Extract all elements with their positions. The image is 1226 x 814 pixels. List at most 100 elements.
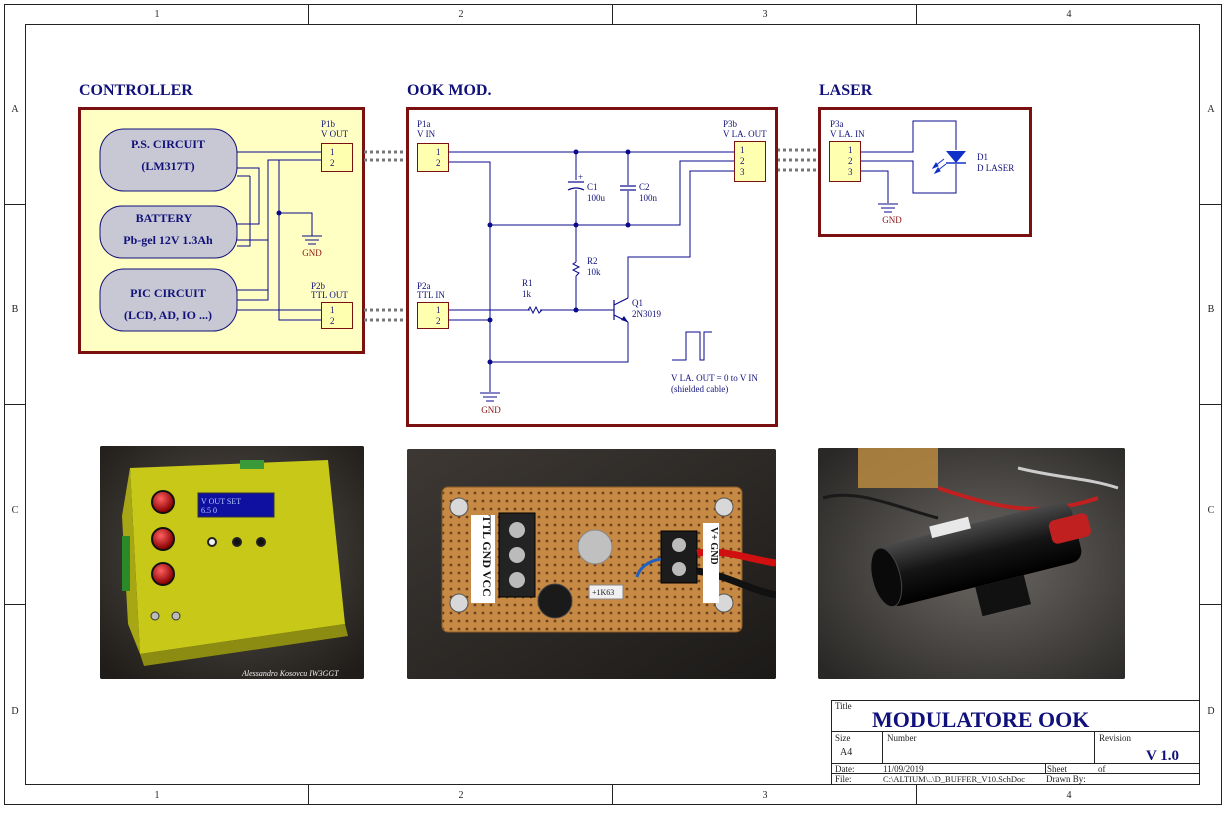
frame-labels: 1 2 3 4 1 2 3 4 A B C D A B C D	[11, 9, 1215, 801]
size-label: Size	[835, 733, 851, 743]
sheet-label: Sheet	[1047, 764, 1067, 774]
gnd-label: GND	[882, 215, 902, 225]
laser-block: P3a V LA. IN 1 2 3 D1 D LASER GND	[818, 107, 1032, 237]
r1-resistor	[527, 305, 543, 315]
p2a-name: TTL IN	[417, 290, 445, 300]
laser-diode-icon	[946, 151, 966, 163]
q1-ref: Q1	[632, 298, 643, 308]
p2b-pin: 1	[330, 305, 335, 315]
number-label: Number	[887, 733, 917, 743]
d1-ref: D1	[977, 152, 988, 162]
ook-note-sub: (shielded cable)	[671, 384, 728, 394]
p2b-ref: P2b	[311, 281, 326, 291]
column-label: 2	[459, 9, 464, 20]
date-value: 11/09/2019	[883, 764, 924, 774]
p1b-name: V OUT	[321, 129, 349, 139]
date-label: Date:	[835, 764, 855, 774]
row-label: A	[1207, 104, 1215, 115]
controller-box-photo: V OUT SET 6.5 0 Alessandro Kosovcu IW3GG…	[100, 446, 364, 679]
c2-capacitor	[620, 185, 636, 191]
p3a-ref: P3a	[830, 119, 844, 129]
circuit-board-photo: TTL GND VCC +1K63 V+ GND	[407, 449, 776, 679]
battery-label: BATTERY	[136, 211, 193, 225]
ps-circuit-sub: (LM317T)	[141, 159, 194, 173]
ps-circuit-label: P.S. CIRCUIT	[131, 137, 205, 151]
r1-value: 1k	[522, 289, 532, 299]
title-block: Title MODULATORE OOK Size A4 Number Revi…	[831, 700, 1200, 785]
column-label: 4	[1067, 9, 1072, 20]
size-value: A4	[840, 747, 852, 758]
ook-block: P1a V IN 1 2 P2a TTL IN 1 2 P3b V LA. OU…	[406, 107, 778, 427]
pic-circuit-label: PIC CIRCUIT	[130, 286, 206, 300]
column-label: 1	[155, 790, 160, 801]
r2-resistor	[571, 261, 581, 277]
gnd-label: GND	[481, 405, 501, 415]
p3a-connector	[829, 141, 861, 182]
column-label: 2	[459, 790, 464, 801]
p2a-connector	[417, 302, 449, 329]
row-label: A	[11, 104, 19, 115]
c1-polarity: +	[578, 172, 583, 182]
laser-wiring	[861, 120, 957, 203]
gnd-symbol	[878, 203, 898, 213]
p1b-pin: 1	[330, 147, 335, 157]
p3b-name: V LA. OUT	[723, 129, 767, 139]
gnd-symbol	[480, 392, 500, 402]
column-label: 4	[1067, 790, 1072, 801]
c1-ref: C1	[587, 182, 598, 192]
row-label: D	[11, 706, 18, 717]
file-path: C:\ALTIUM\..\D_BUFFER_V10.SchDoc	[883, 774, 1025, 784]
p3b-connector	[734, 141, 766, 182]
r2-ref: R2	[587, 256, 598, 266]
drawn-by-label: Drawn By:	[1046, 774, 1086, 784]
p1b-pin: 2	[330, 158, 335, 168]
r2-value: 10k	[587, 267, 601, 277]
column-label: 3	[763, 790, 768, 801]
laser-module-photo	[818, 448, 1125, 679]
p3b-pin: 2	[740, 156, 745, 166]
d1-value: D LASER	[977, 163, 1014, 173]
controller-wiring	[237, 151, 321, 321]
column-label: 1	[155, 9, 160, 20]
resistor-tag: +1K63	[592, 588, 614, 597]
p2b-connector	[321, 302, 353, 329]
title-label: Title	[835, 701, 852, 711]
p3b-pin: 1	[740, 145, 745, 155]
row-label: B	[12, 304, 19, 315]
section-title-laser: LASER	[819, 82, 873, 99]
p3a-pin: 3	[848, 167, 853, 177]
p1a-connector	[417, 143, 449, 172]
file-label: File:	[835, 774, 852, 784]
p3a-pin: 1	[848, 145, 853, 155]
gnd-label: GND	[302, 248, 322, 258]
pic-circuit-sub: (LCD, AD, IO ...)	[124, 308, 212, 322]
row-label: C	[1208, 505, 1215, 516]
row-label: B	[1208, 304, 1215, 315]
c1-capacitor	[567, 181, 585, 191]
row-label: C	[12, 505, 19, 516]
section-title-controller: CONTROLLER	[79, 82, 193, 99]
p2a-ref: P2a	[417, 281, 431, 291]
lcd-line-1: V OUT SET	[201, 497, 241, 506]
p1b-connector	[321, 143, 353, 172]
p3a-name: V LA. IN	[830, 129, 865, 139]
board-terminal-label: TTL GND VCC	[480, 515, 494, 597]
sheet-frame	[4, 4, 1222, 805]
ook-wiring	[449, 151, 734, 392]
p1a-name: V IN	[417, 129, 436, 139]
battery-sub: Pb-gel 12V 1.3Ah	[123, 233, 213, 247]
p3b-ref: P3b	[723, 119, 738, 129]
p1a-pin: 1	[436, 147, 441, 157]
p2a-pin: 2	[436, 316, 441, 326]
revision-label: Revision	[1099, 733, 1132, 743]
gnd-symbol	[302, 235, 322, 245]
p1a-ref: P1a	[417, 119, 431, 129]
of-label: of	[1098, 764, 1106, 774]
q1-value: 2N3019	[632, 309, 661, 319]
p3b-pin: 3	[740, 167, 745, 177]
c2-value: 100n	[639, 193, 658, 203]
p2a-pin: 1	[436, 305, 441, 315]
p1b-ref: P1b	[321, 119, 336, 129]
